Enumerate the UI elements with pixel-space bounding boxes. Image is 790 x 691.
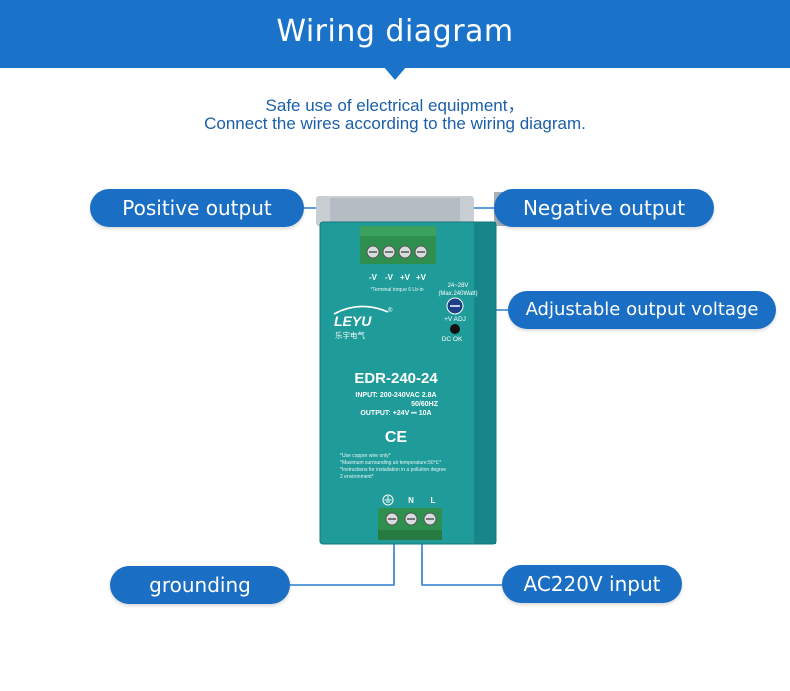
page-title: Wiring diagram: [276, 14, 514, 49]
out-terminal-label-3: +V: [400, 273, 411, 282]
model-number: EDR-240-24: [354, 370, 438, 387]
ce-mark: CE: [385, 429, 408, 446]
brand-logo: LEYU ® 乐宇电气: [333, 305, 393, 340]
output-terminal-block: [360, 226, 436, 264]
note-line-4: 2 environment*: [340, 474, 374, 480]
output-spec: OUTPUT: +24V ⎓ 10A: [360, 410, 431, 417]
adjustable-voltage-label: Adjustable output voltage: [508, 291, 776, 329]
input-terminal-block: [378, 508, 442, 540]
grounding-label: grounding: [110, 566, 290, 604]
frequency: 50/60HZ: [411, 401, 439, 408]
dc-ok-label: DC OK: [442, 336, 463, 343]
note-line-3: *Instructions for installation in a poll…: [340, 467, 446, 473]
intro-line-2: Connect the wires according to the wirin…: [204, 114, 586, 133]
top-heatsink: [316, 192, 512, 226]
torque-note: *Terminal torque 6 Lb-in: [370, 287, 423, 293]
voltage-range: 24~28V: [448, 283, 469, 289]
header-banner: Wiring diagram: [0, 0, 790, 68]
out-terminal-label-2: -V: [385, 273, 394, 282]
ac-input-label: AC220V input: [502, 565, 682, 603]
max-power: (Max.240Watt): [438, 291, 477, 297]
intro-line-1: Safe use of electrical equipment，: [265, 96, 525, 115]
input-spec: INPUT: 200-240VAC 2.8A: [355, 392, 436, 399]
input-terminal-l: L: [431, 496, 436, 505]
dc-ok-led: [450, 324, 460, 334]
note-line-2: *Maximum surrounding air temperature:50℃…: [340, 460, 441, 466]
device-side: [474, 222, 496, 544]
adj-label: +V ADJ: [444, 316, 466, 323]
svg-text:®: ®: [388, 307, 393, 314]
banner-pointer: [383, 66, 407, 80]
note-line-1: *Use copper wire only*: [340, 453, 391, 459]
brand-chinese: 乐宇电气: [335, 330, 365, 340]
brand-name: LEYU: [334, 313, 372, 329]
positive-output-label: Positive output: [90, 189, 304, 227]
ground-symbol-icon: [382, 494, 394, 506]
negative-output-label: Negative output: [494, 189, 714, 227]
input-terminal-n: N: [408, 496, 414, 505]
out-terminal-label-1: -V: [369, 273, 378, 282]
out-terminal-label-4: +V: [416, 273, 427, 282]
